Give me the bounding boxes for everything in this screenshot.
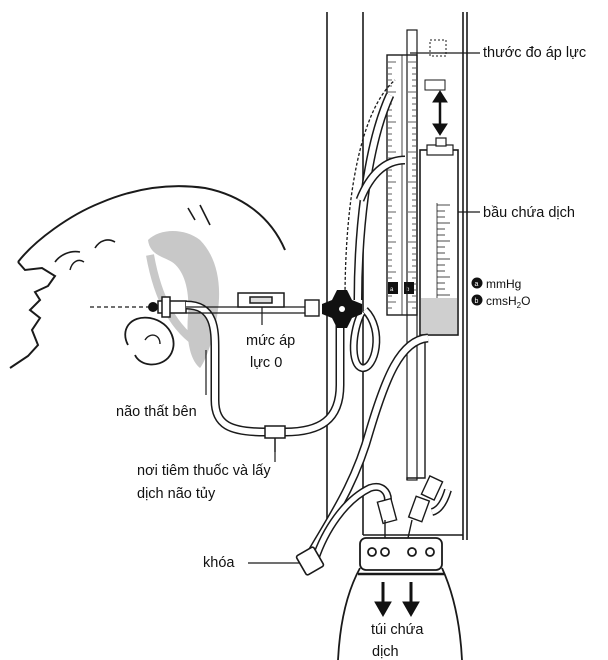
drainage-bag [338, 538, 462, 660]
label-drainage-bag-line1: túi chứa [371, 622, 424, 638]
legend-b-badge: b [475, 298, 479, 305]
fluid-chamber [420, 40, 458, 335]
label-pressure-ruler: thước đo áp lực [483, 45, 586, 61]
label-fluid-chamber: bầu chứa dịch [483, 205, 575, 221]
injection-port [265, 426, 285, 452]
label-injection-port-line2: dịch não tủy [137, 486, 216, 502]
label-injection-port-line1: nơi tiêm thuốc và lấy [137, 463, 271, 479]
unit-legend: a mmHg b cmsH2O [472, 277, 531, 310]
legend-b-unit: cmsH2O [486, 294, 530, 310]
pressure-ruler: a b [387, 55, 417, 315]
label-drainage-bag-line2: dịch [372, 644, 399, 660]
label-lateral-ventricle: não thất bên [116, 404, 197, 420]
label-zero-level-line1: mức áp [246, 333, 295, 349]
head-profile-icon [10, 186, 285, 368]
legend-a-unit: mmHg [486, 277, 521, 291]
up-down-arrow-icon [433, 91, 447, 135]
zero-level-indicator [238, 293, 284, 307]
label-zero-level-line2: lực 0 [250, 355, 282, 371]
bag-connectors [377, 476, 442, 538]
down-arrow-icon [375, 582, 419, 616]
legend-a-badge: a [475, 281, 479, 288]
label-stopcock: khóa [203, 555, 235, 571]
